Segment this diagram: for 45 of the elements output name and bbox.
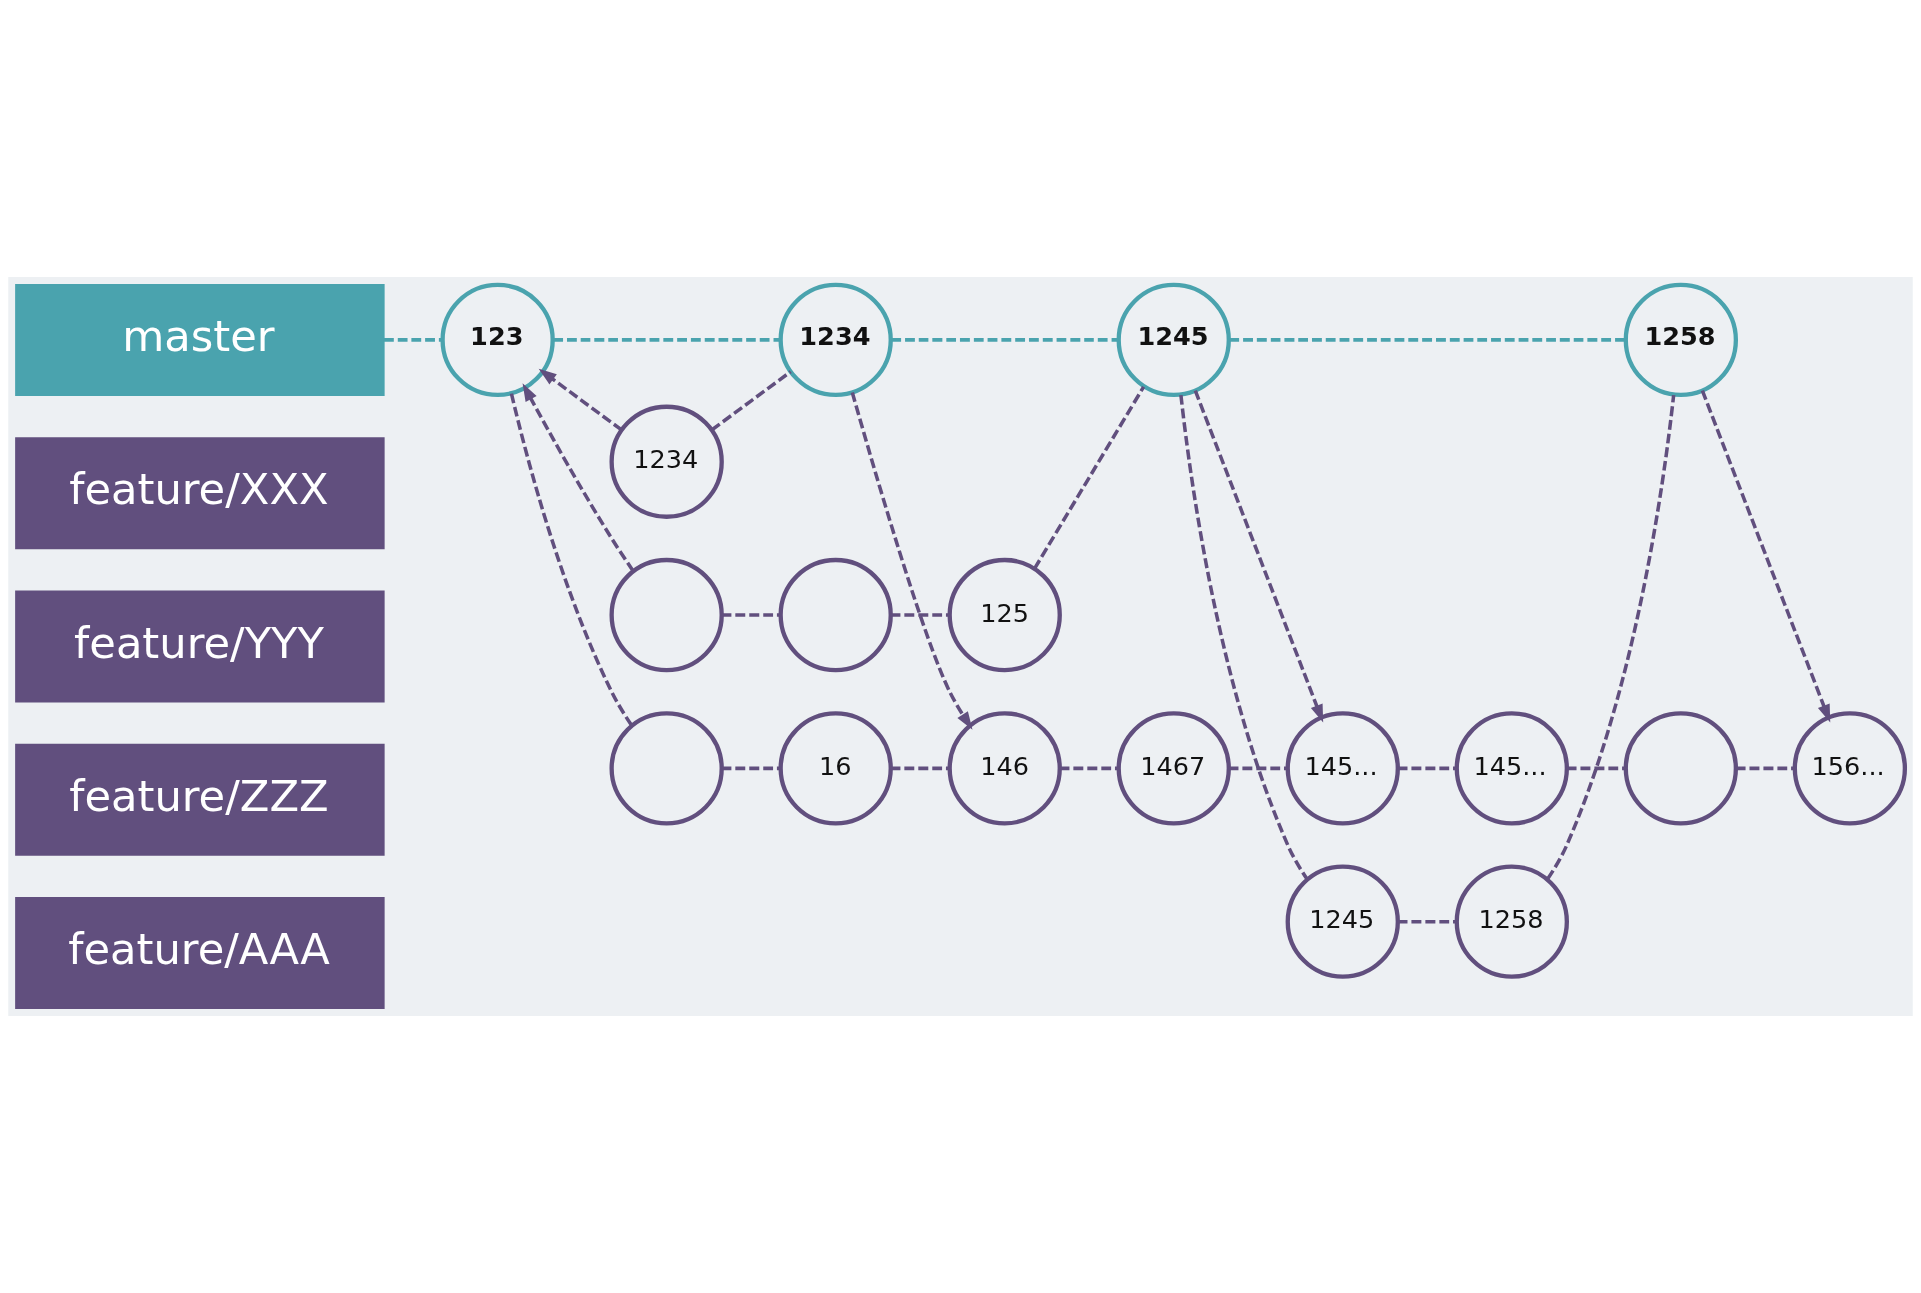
connector (553, 338, 781, 342)
node-circle: 145... (1285, 711, 1400, 826)
connector (1735, 766, 1795, 771)
connector (1397, 919, 1457, 924)
connector (1546, 394, 1676, 880)
node-box: feature/XXX (15, 437, 385, 550)
arrow (1700, 390, 1831, 723)
node-circle (778, 557, 893, 673)
arrow (1193, 390, 1324, 723)
node-box: feature/AAA (15, 897, 385, 1010)
node-circle: 1234 (778, 282, 893, 398)
node-circle: 1258 (1454, 864, 1569, 979)
node-circle: 1245 (1116, 282, 1231, 398)
node-box: feature/ZZZ (15, 743, 385, 856)
node-box: feature/YYY (15, 590, 385, 703)
connector (1229, 338, 1626, 342)
connector (710, 370, 792, 432)
connector (1059, 766, 1119, 771)
connector (1179, 394, 1309, 880)
connector (890, 613, 950, 617)
node-circle: 125 (947, 557, 1062, 673)
connector (721, 613, 781, 617)
connector (1228, 766, 1288, 771)
node-circle: 1258 (1623, 282, 1738, 398)
node-circle: 1467 (1116, 711, 1231, 826)
connector (1397, 766, 1457, 771)
connector (1033, 385, 1146, 570)
arrow (850, 391, 973, 730)
connector (891, 338, 1119, 342)
connector (890, 766, 950, 771)
node-circle: 1245 (1285, 864, 1400, 979)
node-circle (609, 711, 724, 826)
node-circle: 156... (1792, 711, 1908, 826)
connector (509, 393, 633, 727)
node-circle: 16 (778, 711, 893, 826)
arrow (538, 368, 623, 432)
connector (383, 338, 443, 342)
connector (721, 766, 781, 771)
node-circle (1623, 711, 1738, 826)
node-circle: 1234 (609, 404, 724, 519)
node-box: master (15, 283, 385, 396)
arrow (522, 383, 635, 572)
node-circle (609, 557, 724, 673)
connector (1566, 766, 1626, 771)
node-circle: 145... (1454, 711, 1569, 826)
